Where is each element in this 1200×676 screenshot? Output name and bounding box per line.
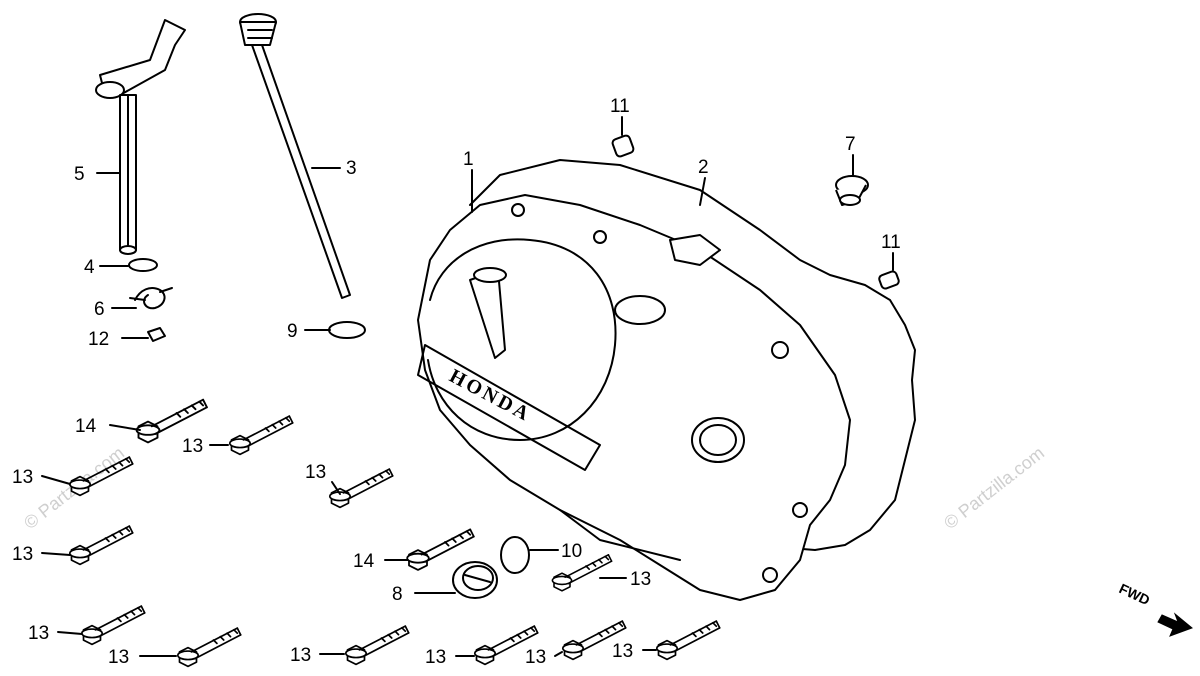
part-dowel-pin-11b (878, 270, 900, 290)
callout-4: 4 (84, 257, 95, 278)
part-o-ring-4 (128, 258, 158, 272)
callout-11a: 11 (610, 96, 630, 117)
callout-6: 6 (94, 299, 105, 320)
leader-lines (41, 116, 894, 657)
callout-13j: 13 (525, 647, 546, 668)
callout-1: 1 (463, 149, 474, 170)
part-clutch-cover: HONDA (417, 194, 851, 601)
callout-2: 2 (698, 157, 709, 178)
callout-5: 5 (74, 164, 85, 185)
part-o-ring-10 (500, 536, 530, 574)
part-o-ring-9 (328, 321, 366, 339)
callout-11b: 11 (881, 232, 901, 253)
part-bolt-13a (228, 415, 294, 456)
part-bolt-13k (655, 620, 721, 661)
callout-13i: 13 (425, 647, 446, 668)
fwd-label: FWD (1117, 580, 1153, 608)
part-return-spring (129, 287, 173, 310)
callout-13b: 13 (12, 467, 33, 488)
callout-13f: 13 (28, 623, 49, 644)
part-dowel-pin-7 (835, 175, 869, 206)
callout-12: 12 (88, 329, 109, 350)
callout-13a: 13 (182, 436, 203, 457)
callout-13c: 13 (305, 462, 326, 483)
fwd-arrow-icon (1157, 612, 1193, 637)
callout-14b: 14 (353, 551, 375, 572)
callout-8: 8 (392, 584, 403, 605)
part-bolt-13d (68, 525, 134, 566)
part-bolt-13g (176, 627, 242, 668)
watermark-text: © Partzilla.com (940, 443, 1048, 533)
part-gasket (469, 159, 916, 551)
part-dowel-pin-11a (611, 134, 635, 158)
part-clutch-lifter-arm (95, 19, 186, 255)
callout-3: 3 (346, 158, 357, 179)
callout-14a: 14 (75, 416, 97, 437)
callout-10: 10 (561, 541, 582, 562)
part-pin-12 (147, 327, 166, 342)
callout-13d: 13 (12, 544, 33, 565)
part-bolt-13c (328, 468, 394, 509)
callout-7: 7 (845, 134, 856, 155)
part-bolt-13h (344, 625, 410, 666)
part-inspection-plug (452, 561, 498, 599)
callout-13g: 13 (108, 647, 129, 668)
callout-13h: 13 (290, 645, 311, 666)
callout-13e: 13 (630, 569, 651, 590)
callout-13k: 13 (612, 641, 633, 662)
callout-9: 9 (287, 321, 298, 342)
part-bolt-13f (80, 605, 146, 646)
part-oil-dipstick (239, 13, 351, 299)
forward-direction-indicator: FWD (1117, 580, 1193, 637)
